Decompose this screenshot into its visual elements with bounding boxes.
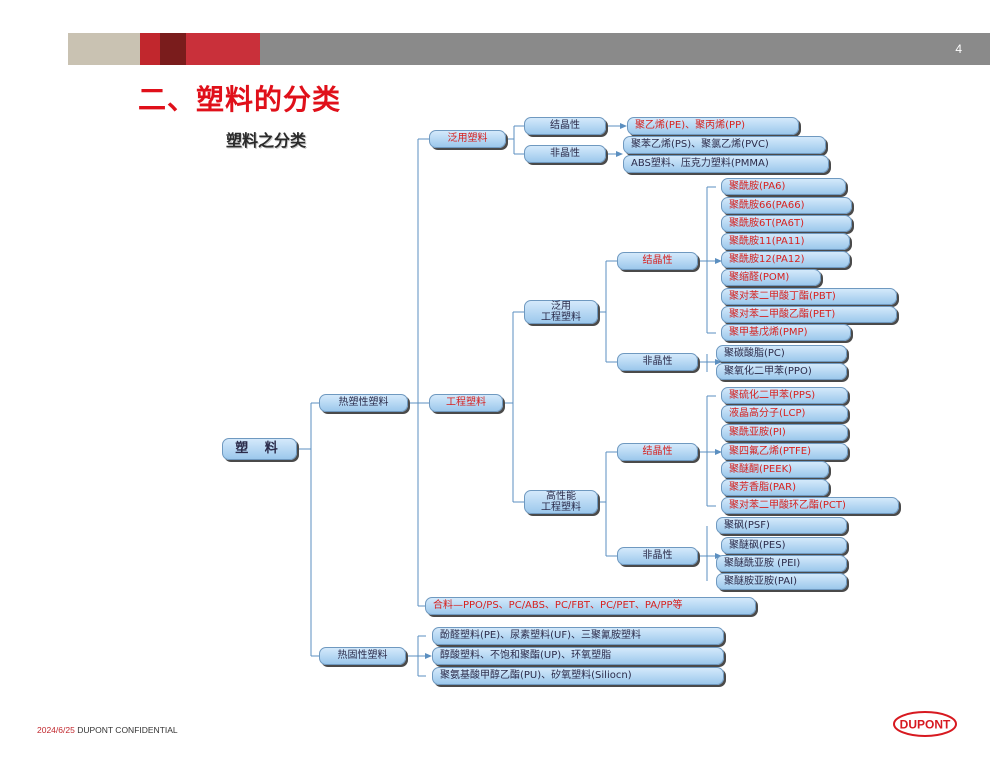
footer: 2024/6/25 DUPONT CONFIDENTIAL: [37, 725, 178, 735]
node-pct: 聚对苯二甲酸环乙酯(PCT): [721, 497, 899, 514]
node-pe-pp: 聚乙烯(PE)、聚丙烯(PP): [627, 117, 799, 135]
node-lcp: 液晶高分子(LCP): [721, 405, 848, 422]
node-thermoplastic: 热塑性塑料: [319, 394, 408, 412]
node-pi: 聚酰亚胺(PI): [721, 424, 848, 441]
node-pes: 聚醚砜(PES): [721, 537, 847, 554]
page-title: 二、塑料的分类: [138, 83, 342, 116]
header-bar-gray-block: [68, 33, 140, 65]
node-pc: 聚碳酸脂(PC): [716, 345, 847, 362]
node-pmp: 聚甲基戊烯(PMP): [721, 324, 851, 341]
node-ge-crystalline: 结晶性: [617, 252, 698, 270]
node-hp-crystalline: 结晶性: [617, 443, 698, 461]
node-pa6t: 聚酰胺6T(PA6T): [721, 215, 852, 232]
node-pa66: 聚酰胺66(PA66): [721, 197, 852, 214]
node-general-amorphous: 非晶性: [524, 145, 606, 163]
page-number: 4: [955, 42, 962, 56]
node-pet: 聚对苯二甲酸乙酯(PET): [721, 306, 897, 323]
diagram-subtitle: 塑料之分类: [226, 131, 307, 150]
header-bar-crimson-block: [186, 33, 260, 65]
dupont-logo: DUPONT: [893, 711, 957, 737]
node-pa12: 聚酰胺12(PA12): [721, 251, 850, 268]
footer-date: 2024/6/25: [37, 725, 75, 735]
node-ppo: 聚氧化二甲苯(PPO): [716, 363, 847, 380]
node-general-engineering: 泛用 工程塑料: [524, 300, 598, 324]
node-par: 聚芳香脂(PAR): [721, 479, 829, 496]
node-peek: 聚醚酮(PEEK): [721, 461, 829, 478]
node-pa6: 聚酰胺(PA6): [721, 178, 846, 195]
node-abs-pmma: ABS塑料、压克力塑料(PMMA): [623, 155, 829, 173]
node-polyurethane: 聚氨基酸甲醇乙酯(PU)、矽氧塑料(Siliocn): [432, 667, 724, 685]
node-pai: 聚醚胺亚胺(PAI): [716, 573, 847, 590]
node-pei: 聚醚酰亚胺 (PEI): [716, 555, 847, 572]
node-general-plastic: 泛用塑料: [429, 130, 506, 148]
node-pps: 聚硫化二甲苯(PPS): [721, 387, 848, 404]
node-hp-amorphous: 非晶性: [617, 547, 698, 565]
node-thermoset: 热固性塑料: [319, 647, 406, 665]
node-alkyd: 醇酸塑料、不饱和聚酯(UP)、环氧塑脂: [432, 647, 724, 665]
node-psf: 聚砜(PSF): [716, 517, 847, 534]
node-general-crystalline: 结晶性: [524, 117, 606, 135]
node-ps-pvc: 聚苯乙烯(PS)、聚氯乙烯(PVC): [623, 136, 826, 154]
node-engineering-plastic: 工程塑料: [429, 394, 503, 412]
node-pbt: 聚对苯二甲酸丁酯(PBT): [721, 288, 897, 305]
node-ptfe: 聚四氟乙烯(PTFE): [721, 443, 848, 460]
header-bar-darkred-block: [160, 33, 186, 65]
header-bar-red-block: [140, 33, 160, 65]
node-ge-amorphous: 非晶性: [617, 353, 698, 371]
header-bar: 4: [68, 33, 990, 65]
footer-confidential: DUPONT CONFIDENTIAL: [77, 725, 178, 735]
node-alloy: 合料—PPO/PS、PC/ABS、PC/FBT、PC/PET、PA/PP等: [425, 597, 756, 615]
node-high-performance: 高性能 工程塑料: [524, 490, 598, 514]
node-pom: 聚缩醛(POM): [721, 269, 821, 286]
connector-arrowheads: [425, 123, 722, 659]
node-root-plastic: 塑 料: [222, 438, 297, 460]
connector-lines: [297, 125, 716, 677]
node-phenolic: 酚醛塑料(PE)、尿素塑料(UF)、三聚氰胺塑料: [432, 627, 724, 645]
node-pa11: 聚酰胺11(PA11): [721, 233, 850, 250]
svg-text:DUPONT: DUPONT: [900, 718, 951, 732]
